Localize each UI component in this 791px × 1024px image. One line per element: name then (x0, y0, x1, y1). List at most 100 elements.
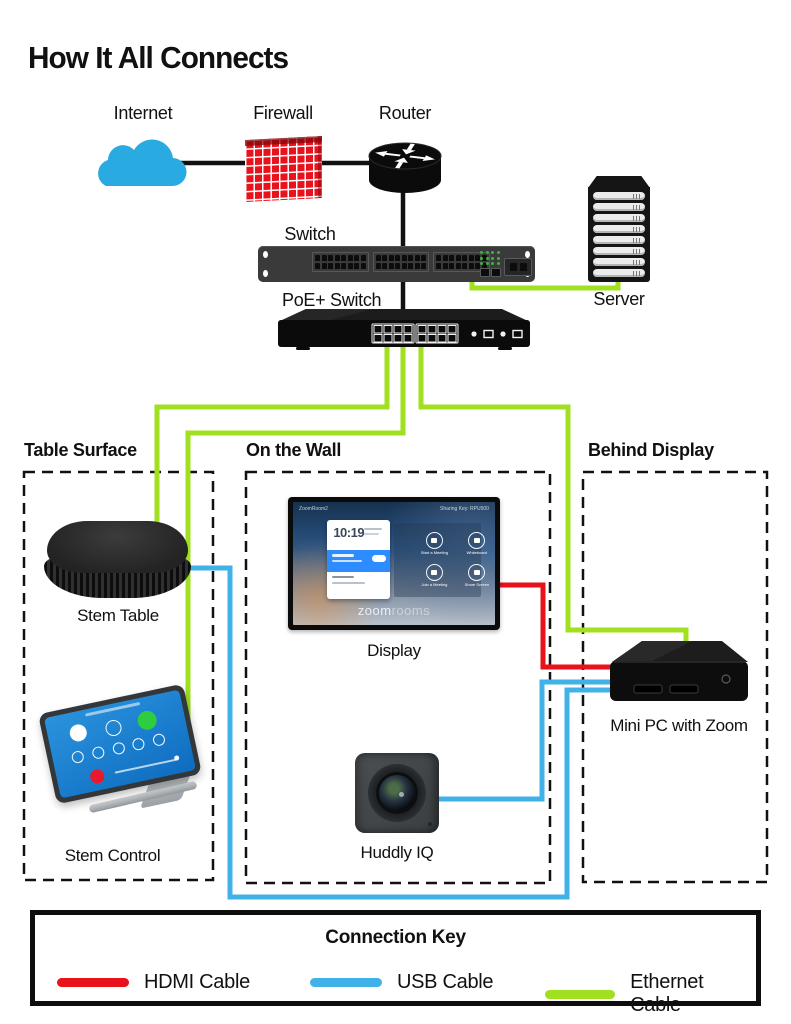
rj45-port (436, 255, 441, 261)
action-label: Join a Meeting (421, 581, 448, 587)
control-button-icon (111, 740, 126, 756)
poe-rj45-port (437, 325, 447, 334)
rj45-port (468, 255, 474, 261)
rj45-port (475, 263, 480, 269)
switch-label: Switch (284, 224, 336, 244)
poe-rj45-port (383, 334, 393, 343)
firewall-icon (245, 135, 322, 203)
server-drive-bay (593, 258, 645, 266)
rj45-port (354, 263, 359, 269)
rj45-port (347, 255, 353, 261)
huddly-lens-ring (368, 764, 426, 822)
server-drive-bay (593, 225, 645, 233)
rj45-port (315, 263, 320, 269)
status-led (485, 251, 489, 254)
zone-box-on-the-wall (244, 470, 552, 885)
poe-rj45-port (383, 325, 393, 334)
ethernet-poe-to-stem-table (154, 340, 390, 545)
poe-rj45-port (403, 334, 413, 343)
huddly-label: Huddly IQ (360, 843, 434, 862)
switch-uplink-ports (504, 258, 532, 276)
status-led (496, 251, 500, 254)
poe-switch-icon (278, 309, 530, 350)
stem-table-label: Stem Table (77, 606, 159, 625)
bay-vents (633, 270, 642, 276)
server-icon (588, 176, 650, 282)
bay-vents (633, 259, 642, 265)
rj45-port (375, 255, 381, 261)
display-screen: ZoomRoom2 Sharing Key: RPU500 10:19 Star… (293, 502, 495, 625)
rj45-port (360, 263, 366, 269)
rj45-port (334, 263, 340, 269)
zoom-action-share-screen: Share Screen (445, 563, 496, 587)
rj45-port (421, 263, 426, 269)
control-button-icon (91, 745, 106, 760)
poe-rj45-port (373, 334, 383, 343)
zoom-action-whiteboard: Whiteboard (445, 531, 496, 555)
zone-box-table-surface (22, 470, 215, 882)
port-group (372, 252, 429, 272)
rj45-port (421, 255, 426, 261)
server-drive-bay (593, 247, 645, 255)
connection-key-box: Connection Key HDMI Cable USB Cable Ethe… (30, 910, 761, 1016)
firewall-label: Firewall (253, 103, 313, 123)
status-led (485, 262, 489, 265)
router-icon (368, 142, 442, 193)
action-label: Share Screen (464, 581, 490, 587)
rj45-port (395, 263, 400, 269)
server-drive-bay (593, 192, 645, 200)
legend-item-hdmi: HDMI Cable (57, 971, 250, 994)
rj45-port (442, 255, 448, 261)
switch-port-banks (312, 252, 490, 272)
rj45-port (388, 255, 394, 261)
sharing-key-text: Sharing Key: RPU500 (440, 505, 489, 512)
zoom-action-start-a-meeting: Start a Meeting (402, 531, 467, 555)
status-led (480, 262, 483, 265)
ethernet-label: Ethernet Cable (630, 971, 704, 1016)
bay-vents (633, 248, 642, 254)
rj45-port (436, 263, 441, 269)
bay-vents (633, 204, 642, 210)
rj45-port (334, 255, 340, 261)
server-drive-bay (593, 214, 645, 222)
action-label: Start a Meeting (420, 549, 448, 555)
display-label: Display (367, 641, 421, 660)
status-led (491, 256, 494, 260)
poe-rj45-port (427, 334, 437, 343)
rj45-port (481, 263, 487, 269)
zoom-action-join-a-meeting: Join a Meeting (402, 563, 467, 587)
rj45-port (328, 255, 333, 261)
usb-label: USB Cable (397, 971, 494, 993)
switch-status-leds (480, 251, 501, 266)
rj45-port (315, 255, 320, 261)
rj45-port (408, 263, 413, 269)
legend-item-usb: USB Cable (310, 971, 494, 994)
rj45-port (408, 255, 413, 261)
rj45-port (360, 255, 366, 261)
zoom-clock: 10:19 (333, 525, 365, 541)
rj45-port (341, 255, 346, 261)
status-led (480, 256, 483, 260)
rj45-port (481, 255, 487, 261)
rj45-port (328, 263, 333, 269)
control-button-icon (70, 749, 86, 764)
bay-vents (633, 193, 642, 199)
zoomrooms-watermark: zoomrooms (357, 602, 431, 618)
stem-control-label: Stem Control (64, 846, 161, 865)
router-label: Router (378, 103, 432, 123)
connection-key-title: Connection Key (325, 927, 466, 948)
rj45-port (414, 255, 420, 261)
ethernet-swatch (545, 989, 616, 999)
mini-pc-icon (610, 641, 748, 701)
hdmi-display-to-mini-pc (498, 582, 618, 670)
usb-swatch (310, 978, 382, 987)
rj45-port (321, 255, 327, 261)
rj45-port (442, 263, 448, 269)
power-button-icon (721, 674, 731, 684)
bay-vents (633, 226, 642, 232)
server-drive-bay (593, 269, 645, 277)
action-ring-icon (425, 563, 443, 581)
action-glyph (431, 537, 438, 543)
status-led (480, 251, 483, 254)
